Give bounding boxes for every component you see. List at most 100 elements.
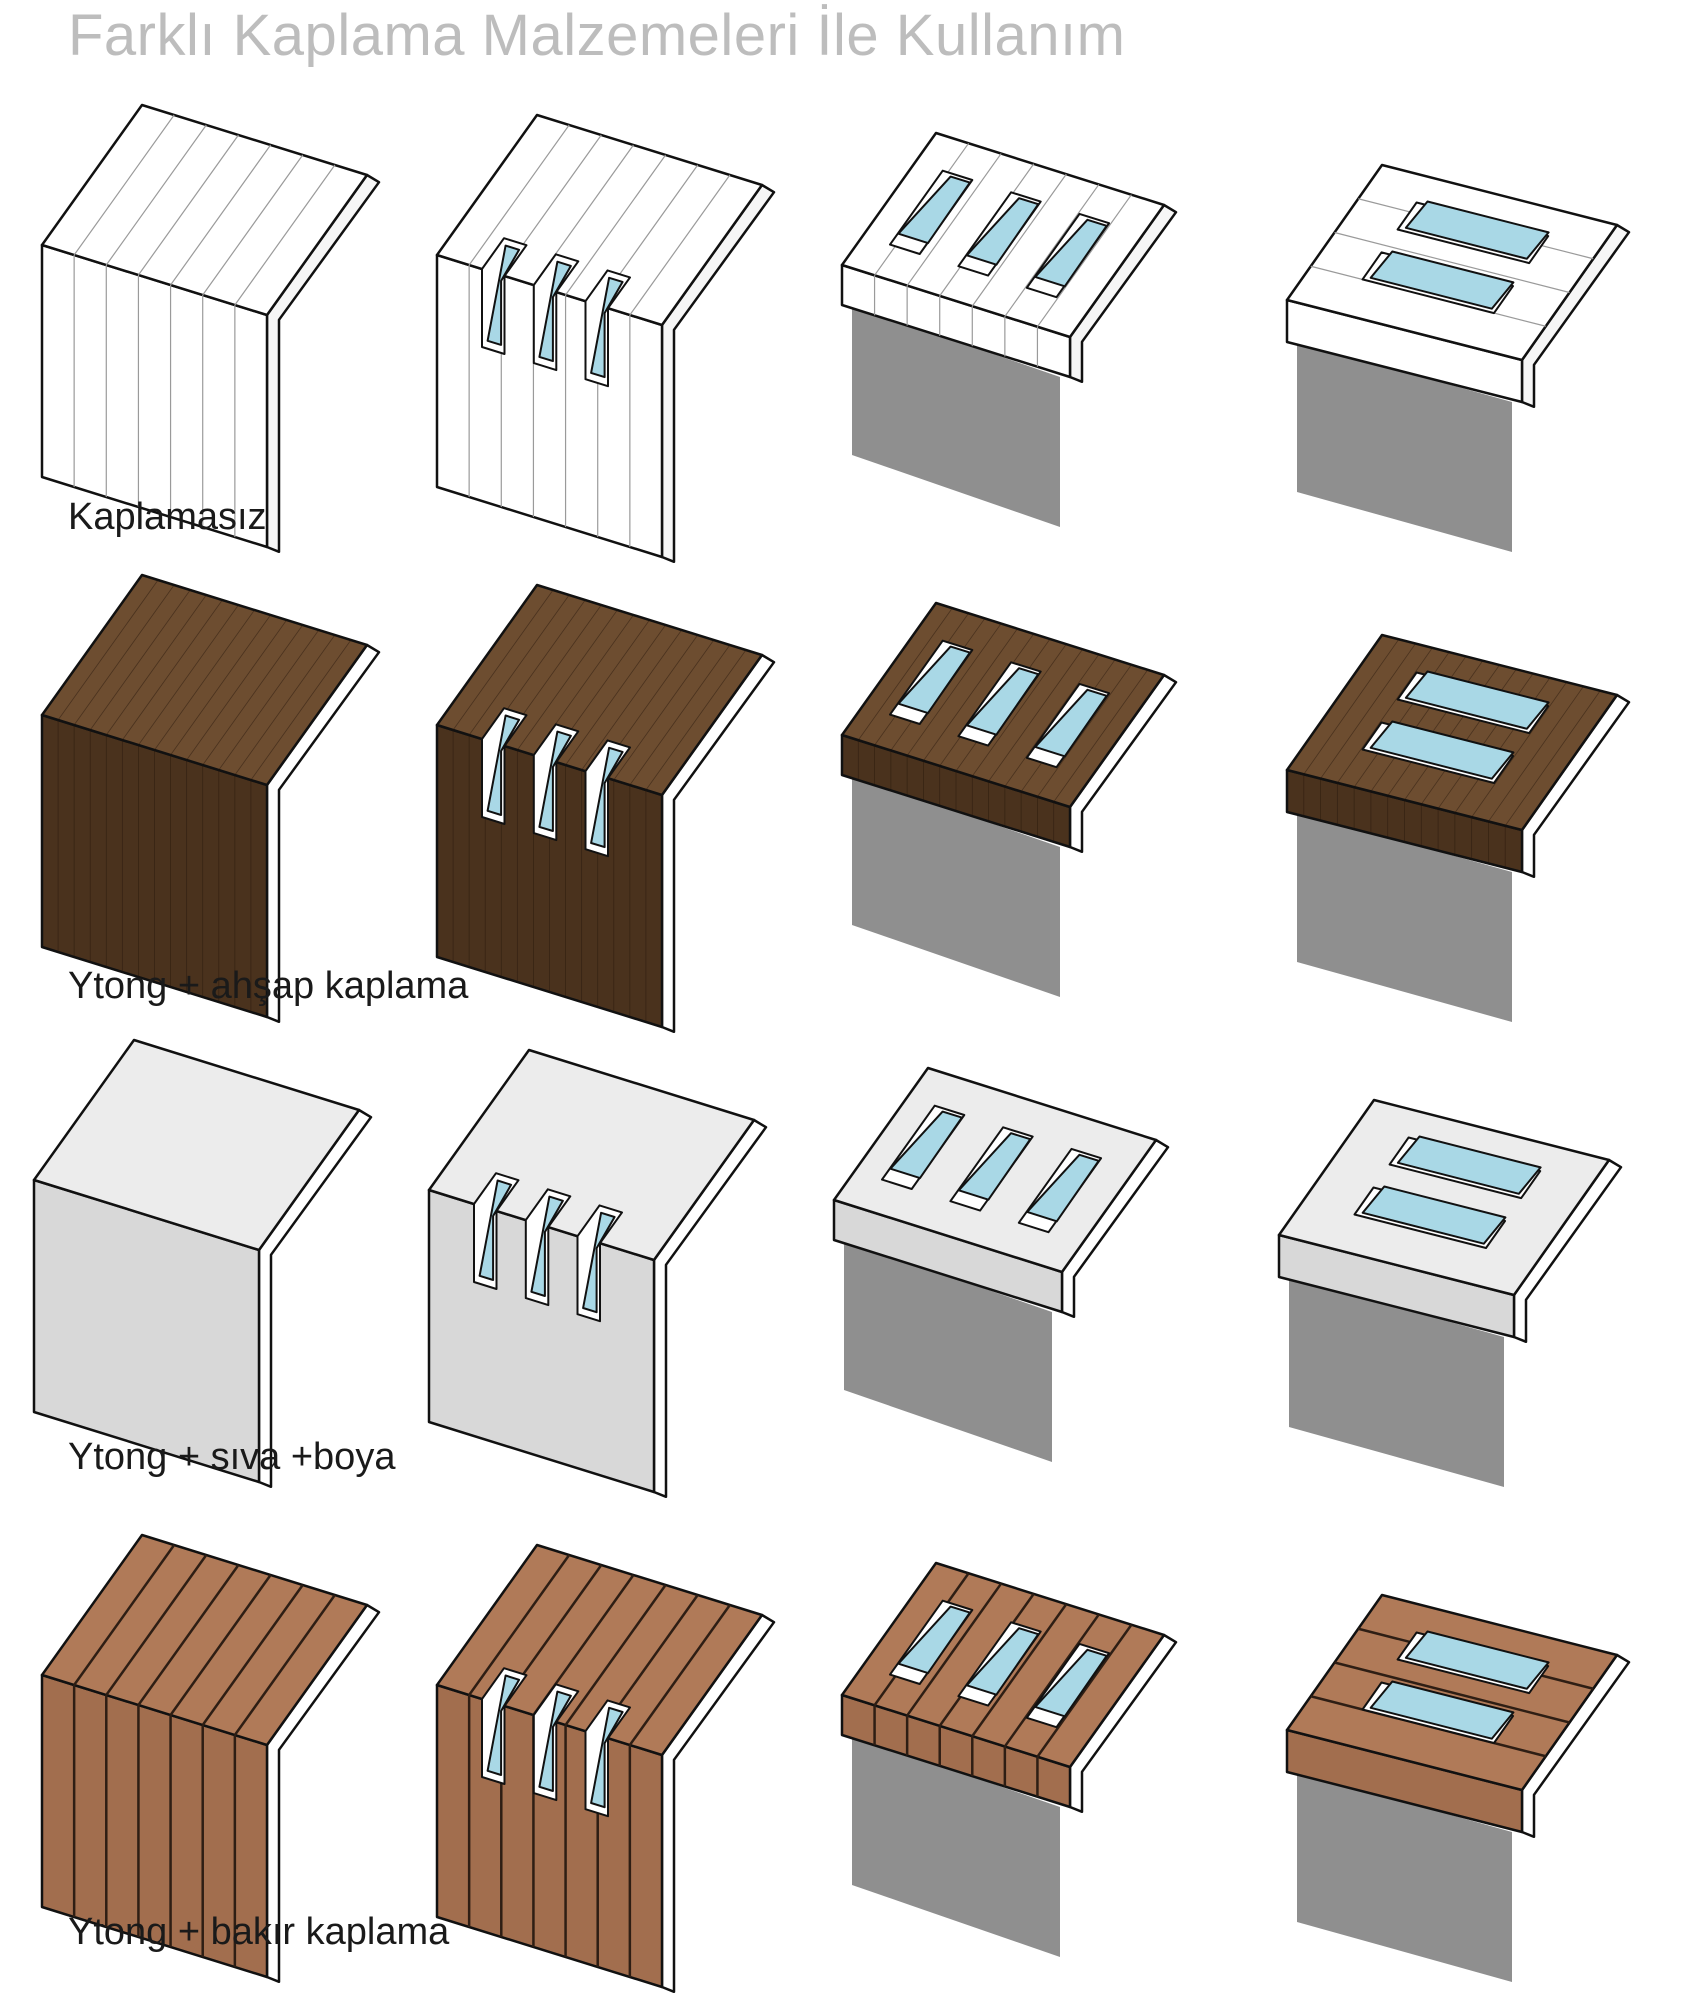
plank-seam xyxy=(202,154,304,296)
shadow-wall xyxy=(1289,1277,1504,1487)
plank-seam xyxy=(988,649,1083,782)
plank-seam xyxy=(1504,690,1601,826)
window-glass-2 xyxy=(957,1132,1032,1201)
plank-seam xyxy=(105,124,207,266)
window-glass-1 xyxy=(1404,670,1550,730)
tile-wood-wall xyxy=(40,573,381,1024)
plank-seam xyxy=(169,1574,272,1716)
plank-seam xyxy=(468,124,570,266)
plank-seam xyxy=(1320,643,1416,779)
tile-plaster-roof-two-windows xyxy=(1277,1098,1623,1487)
plank-seam xyxy=(234,634,336,776)
window-glass-1 xyxy=(1404,1630,1550,1690)
tile-copper-wall-windows xyxy=(435,1543,776,1994)
plank-seam xyxy=(645,649,747,791)
row-label-wood: Ytong + ahşap kaplama xyxy=(68,965,469,1007)
window-glass-3 xyxy=(1034,1648,1108,1718)
plank-seam xyxy=(122,599,223,741)
window-glass-2 xyxy=(538,260,572,363)
plank-seam xyxy=(137,1564,240,1706)
window-glass-1 xyxy=(897,645,971,715)
window-glass-1 xyxy=(1404,200,1550,260)
tile-wood-roof-three-windows xyxy=(840,601,1178,997)
shadow-wall xyxy=(852,305,1060,527)
window-glass-1 xyxy=(897,1605,971,1675)
plank-seam xyxy=(468,1554,571,1696)
top-face xyxy=(40,103,369,317)
plank-seam xyxy=(218,629,320,771)
plank-seam xyxy=(923,628,1018,761)
tile-copper-wall xyxy=(40,1533,381,1984)
page-title: Farklı Kaplama Malzemeleri İle Kullanım xyxy=(68,3,1126,68)
plank-seam xyxy=(517,609,618,751)
window-glass-2 xyxy=(1369,1680,1515,1740)
plank-seam xyxy=(201,1584,304,1726)
window-glass-1 xyxy=(486,714,521,816)
plank-seam xyxy=(137,134,239,276)
tile-plaster-wall-windows xyxy=(427,1048,768,1499)
plank-seam xyxy=(1334,231,1570,294)
window-glass-3 xyxy=(590,1706,624,1809)
window-glass-2 xyxy=(538,1690,572,1792)
tile-plain-roof-three-windows xyxy=(840,131,1178,527)
top-face xyxy=(40,1533,369,1747)
window-glass-3 xyxy=(590,276,624,379)
window-glass-2 xyxy=(1361,1185,1507,1245)
window-glass-2 xyxy=(965,1627,1040,1696)
shadow-wall xyxy=(844,1240,1052,1462)
plank-seam xyxy=(1037,664,1132,797)
plank-seam xyxy=(1003,1613,1100,1748)
plank-seam xyxy=(170,614,271,756)
window-glass-3 xyxy=(1034,688,1108,758)
window-glass-1 xyxy=(478,1179,513,1281)
shadow-wall xyxy=(852,775,1060,997)
shadow-wall xyxy=(852,1735,1060,1957)
plank-seam xyxy=(1036,1623,1133,1758)
plank-seam xyxy=(89,589,191,731)
plank-seam xyxy=(170,144,272,286)
plank-seam xyxy=(971,173,1067,307)
row-label-copper: Ytong + bakır kaplama xyxy=(68,1911,450,1953)
plank-seam xyxy=(906,623,1002,756)
shadow-wall xyxy=(1297,342,1512,552)
window-glass-3 xyxy=(1034,218,1108,288)
plank-seam xyxy=(154,609,255,751)
tile-plain-wall-windows xyxy=(435,113,776,564)
window-glass-3 xyxy=(1026,1153,1100,1223)
shadow-wall xyxy=(1297,812,1512,1022)
plank-seam xyxy=(565,624,666,766)
window-glass-2 xyxy=(538,730,572,832)
plank-seam xyxy=(564,1584,667,1726)
plank-seam xyxy=(234,164,336,306)
window-glass-2 xyxy=(530,1195,564,1297)
shadow-wall xyxy=(1297,1772,1512,1982)
plank-seam xyxy=(186,619,287,761)
plank-seam xyxy=(1036,194,1132,328)
window-glass-1 xyxy=(486,244,521,346)
top-face xyxy=(40,573,369,787)
plank-seam xyxy=(971,643,1067,777)
plank-seam xyxy=(906,1582,1003,1717)
plank-seam xyxy=(202,624,304,766)
plank-seam xyxy=(581,629,682,771)
plank-seam xyxy=(1334,1661,1570,1724)
plank-seam xyxy=(57,579,159,721)
plank-seam xyxy=(565,154,667,296)
plank-seam xyxy=(250,639,352,781)
plank-seam xyxy=(73,114,175,256)
top-face xyxy=(1277,1098,1611,1297)
window-glass-1 xyxy=(486,1674,521,1776)
plank-seam xyxy=(73,1544,176,1686)
plank-seam xyxy=(629,174,731,316)
tile-wood-roof-two-windows xyxy=(1285,633,1631,1022)
tile-copper-roof-two-windows xyxy=(1285,1593,1631,1982)
window-glass-2 xyxy=(965,667,1040,736)
tile-copper-roof-three-windows xyxy=(840,1561,1178,1957)
plank-seam xyxy=(105,1554,208,1696)
plank-seam xyxy=(629,644,731,786)
plank-seam xyxy=(1004,184,1100,317)
plank-seam xyxy=(628,1604,731,1746)
tile-plaster-roof-three-windows xyxy=(832,1066,1170,1462)
window-glass-2 xyxy=(1369,250,1515,310)
